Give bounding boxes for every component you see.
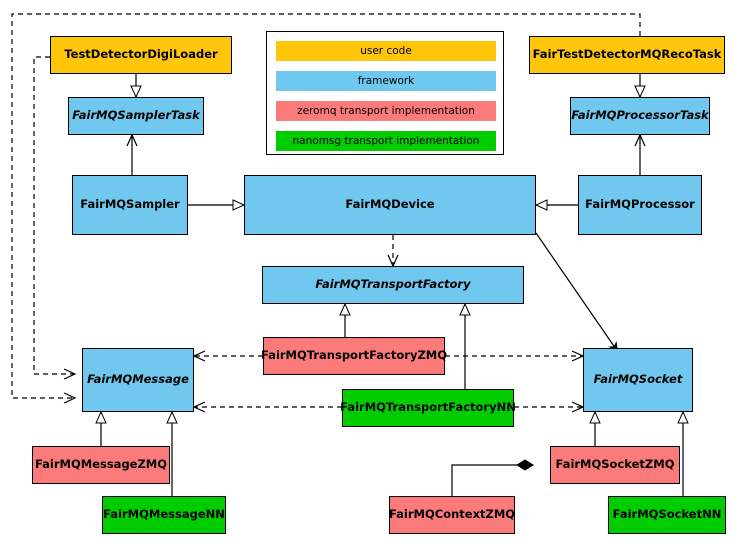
class-node-FairMQMessage[interactable]: FairMQMessage [82,348,194,412]
class-node-FairMQTransportFactoryNN[interactable]: FairMQTransportFactoryNN [340,389,516,427]
class-node-FairMQTransportFactory[interactable]: FairMQTransportFactory [262,266,524,304]
class-node-FairMQSocketNN[interactable]: FairMQSocketNN [608,496,726,534]
class-node-FairMQContextZMQ[interactable]: FairMQContextZMQ [389,496,515,534]
class-node-FairMQProcessor[interactable]: FairMQProcessor [578,175,702,235]
class-node-label: FairTestDetectorMQRecoTask [532,47,722,62]
class-node-label: FairMQSocketNN [612,507,722,522]
class-node-label: FairMQTransportFactoryNN [340,400,516,415]
class-node-FairMQMessageZMQ[interactable]: FairMQMessageZMQ [32,446,170,484]
legend-item-nanomsg: nanomsg transport implementation [276,131,496,151]
class-node-label: FairMQMessageNN [103,507,225,522]
class-node-label: FairMQMessage [87,372,189,387]
class-node-FairMQSocketZMQ[interactable]: FairMQSocketZMQ [550,446,680,484]
class-node-label: FairMQSocketZMQ [555,457,675,472]
class-node-label: TestDetectorDigiLoader [64,47,218,62]
class-node-label: FairMQProcessor [585,197,695,212]
class-node-label: FairMQDevice [345,197,435,212]
class-node-TestDetectorDigiLoader[interactable]: TestDetectorDigiLoader [50,36,232,74]
class-node-FairMQSamplerTask[interactable]: FairMQSamplerTask [68,97,204,135]
class-node-label: FairMQTransportFactoryZMQ [261,348,448,363]
class-node-label: FairMQContextZMQ [388,507,516,522]
class-node-label: FairMQTransportFactory [315,277,471,292]
legend-label: zeromq transport implementation [297,105,475,117]
class-node-FairMQProcessorTask[interactable]: FairMQProcessorTask [570,97,710,135]
class-node-label: FairMQSampler [80,197,180,212]
class-node-FairMQSocket[interactable]: FairMQSocket [583,348,693,412]
legend: user code framework zeromq transport imp… [266,31,504,155]
legend-label: framework [357,75,415,87]
legend-item-user-code: user code [276,41,496,61]
legend-item-zeromq: zeromq transport implementation [276,101,496,121]
class-node-FairMQSampler[interactable]: FairMQSampler [72,175,188,235]
legend-label: nanomsg transport implementation [292,135,480,147]
legend-label: user code [360,45,412,57]
class-node-FairMQTransportFactoryZMQ[interactable]: FairMQTransportFactoryZMQ [261,337,448,375]
class-node-label: FairMQMessageZMQ [34,457,168,472]
class-node-label: FairMQSocket [593,372,683,387]
class-node-FairTestDetectorMQRecoTask[interactable]: FairTestDetectorMQRecoTask [529,36,725,74]
class-node-label: FairMQSamplerTask [72,108,200,123]
class-node-FairMQMessageNN[interactable]: FairMQMessageNN [102,496,226,534]
class-node-label: FairMQProcessorTask [571,108,709,123]
legend-item-framework: framework [276,71,496,91]
class-node-FairMQDevice[interactable]: FairMQDevice [244,175,536,235]
